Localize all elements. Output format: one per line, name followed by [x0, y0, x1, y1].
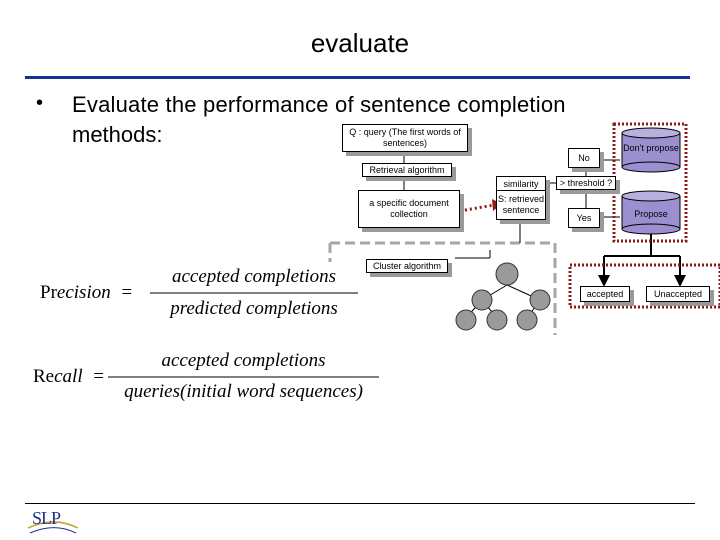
footer-rule — [25, 503, 695, 504]
no-label: No — [578, 152, 590, 163]
precision-lhs-roman: Pr — [40, 282, 57, 303]
cluster-label: Cluster algorithm — [372, 260, 442, 271]
tree-node — [516, 309, 538, 331]
query-box: Q : query (The first words of sentences) — [342, 124, 468, 152]
slide-title: evaluate — [310, 28, 410, 58]
query-label: Q : query (The first words of sentences) — [349, 127, 461, 148]
tree-node — [471, 289, 493, 311]
no-box: No — [568, 148, 600, 168]
recall-equals: = — [93, 366, 105, 387]
accepted-label: accepted — [586, 288, 624, 299]
yes-label: Yes — [576, 212, 592, 223]
tree-node — [486, 309, 508, 331]
slp-logo: SLP — [32, 508, 61, 528]
unaccepted-label: Unaccepted — [653, 288, 703, 299]
tree-node — [455, 309, 477, 331]
recall-numerator: accepted completions — [161, 350, 326, 371]
collection-label: a specific document collection — [369, 198, 449, 219]
precision-lhs-italic: ecision — [56, 282, 111, 303]
precision-lhs: Precision = — [40, 282, 132, 304]
decision-dotted-frame — [612, 122, 688, 243]
retrieved-box: S: retrieved sentence — [496, 190, 546, 220]
threshold-box: > threshold ? — [556, 176, 616, 190]
arrow-collection-retrieved — [459, 203, 495, 213]
cylinder-dont-propose — [621, 127, 681, 173]
cylinder-propose — [621, 190, 681, 235]
retrieval-label: Retrieval algorithm — [369, 164, 445, 175]
yes-box: Yes — [568, 208, 600, 228]
retrieved-label: S: retrieved sentence — [497, 194, 545, 215]
recall-denominator: queries(initial word sequences) — [124, 381, 363, 402]
unaccepted-box: Unaccepted — [646, 286, 710, 302]
title-underline — [25, 76, 690, 79]
bullet-marker: • — [36, 92, 44, 114]
accepted-box: accepted — [580, 286, 630, 302]
precision-denominator: predicted completions — [170, 298, 338, 319]
precision-equals: = — [121, 282, 133, 303]
retrieval-box: Retrieval algorithm — [362, 163, 452, 177]
threshold-label: > threshold ? — [559, 177, 613, 188]
similarity-label: similarity — [503, 178, 539, 189]
tree-node — [529, 289, 551, 311]
collection-box: a specific document collection — [358, 190, 460, 228]
cluster-box: Cluster algorithm — [366, 259, 448, 273]
slp-logo-icon — [27, 521, 79, 534]
propose-label: Propose — [634, 209, 668, 219]
bullet-text-line2: methods: — [72, 122, 163, 147]
tree-node-root — [495, 262, 519, 286]
recall-lhs-roman: Re — [33, 366, 55, 387]
dont-propose-label: Don't propose — [623, 143, 679, 153]
recall-lhs: Recall = — [33, 366, 104, 388]
precision-numerator: accepted completions — [171, 266, 337, 287]
bullet-text-line1: Evaluate the performance of sentence com… — [72, 92, 566, 117]
recall-lhs-italic: call — [54, 366, 83, 387]
